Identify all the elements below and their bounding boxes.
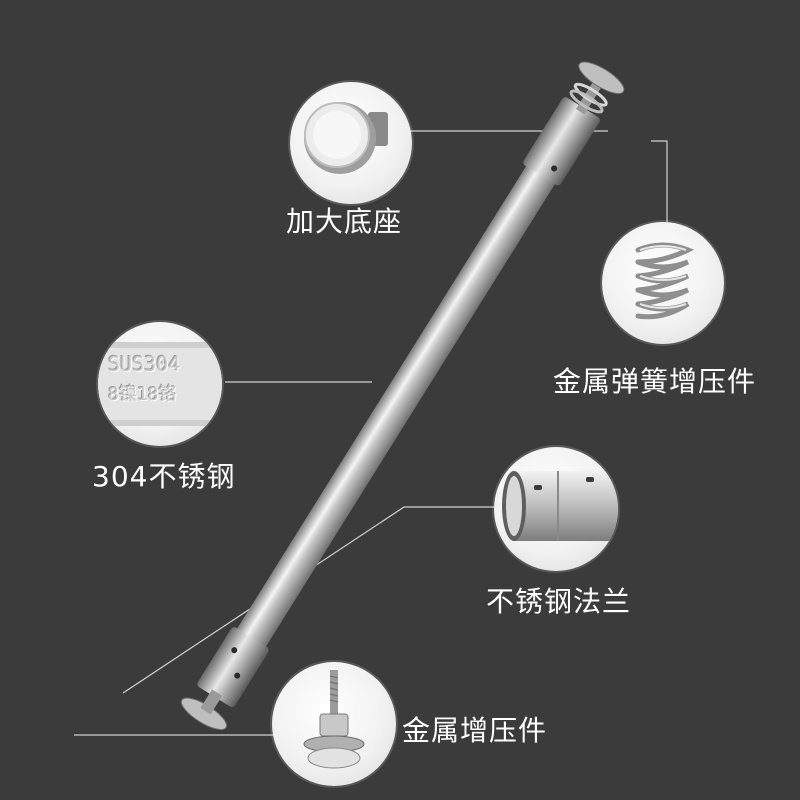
- main-tube: [180, 61, 625, 731]
- spring-detail-circle: [602, 222, 724, 344]
- steel-detail-circle: SUS304 8镍18铬: [98, 322, 222, 446]
- pressure-foot-icon: [303, 670, 365, 769]
- engraving-line-2: 8镍18铬: [108, 384, 177, 405]
- engraving-line-1: SUS304: [108, 352, 181, 376]
- enlarged-base-icon: [304, 102, 388, 174]
- steel-label: 304不锈钢: [92, 460, 236, 493]
- leader-line-flange: [122, 506, 494, 694]
- steel-flange-icon: [502, 471, 618, 541]
- metal-spring-icon: [635, 242, 695, 320]
- base-detail-circle: [290, 82, 412, 204]
- bottom-part-detail-circle: [272, 662, 396, 786]
- bottom-part-label: 金属增压件: [402, 714, 548, 747]
- sus304-engraving-icon: [98, 342, 222, 426]
- spring-label: 金属弹簧增压件: [553, 365, 757, 398]
- leader-line-spring: [651, 140, 668, 222]
- flange-label: 不锈钢法兰: [486, 585, 632, 618]
- flange-detail-circle: [494, 447, 618, 571]
- base-label: 加大底座: [286, 205, 403, 238]
